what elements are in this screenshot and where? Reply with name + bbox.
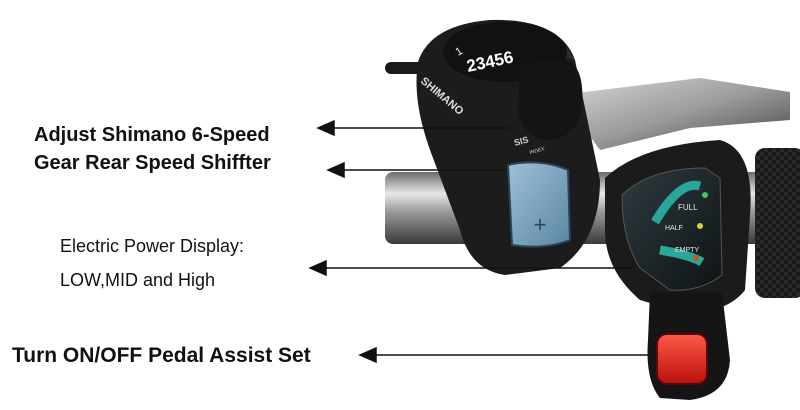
display-full-text: FULL bbox=[678, 203, 698, 212]
handlebar-grip bbox=[755, 148, 800, 298]
display-half-text: HALF bbox=[665, 225, 683, 232]
power-display-label-line2: LOW,MID and High bbox=[60, 270, 216, 290]
power-display-label-line1: Electric Power Display: bbox=[60, 236, 245, 256]
shift-up-button[interactable] bbox=[506, 161, 572, 248]
pedal-assist-label: Turn ON/OFF Pedal Assist Set bbox=[12, 344, 311, 367]
shifter-thumb-lever bbox=[518, 59, 583, 140]
battery-level-arc bbox=[651, 180, 702, 225]
display-empty-text: EMPTY bbox=[675, 247, 699, 254]
full-led bbox=[702, 192, 708, 198]
gear-shifter-label-line2: Gear Rear Speed Shiffter bbox=[34, 152, 271, 174]
pedal-assist-toggle-button[interactable] bbox=[656, 333, 708, 385]
sis-label: SIS bbox=[513, 135, 530, 148]
empty-led bbox=[693, 255, 699, 261]
gear-number-one: 1 bbox=[454, 45, 465, 58]
gear-shifter-label-line1: Adjust Shimano 6-Speed bbox=[34, 124, 270, 146]
index-label: INDEX bbox=[529, 146, 546, 156]
brake-lever bbox=[560, 78, 790, 150]
plus-icon: + bbox=[534, 212, 547, 237]
half-led bbox=[697, 223, 703, 229]
